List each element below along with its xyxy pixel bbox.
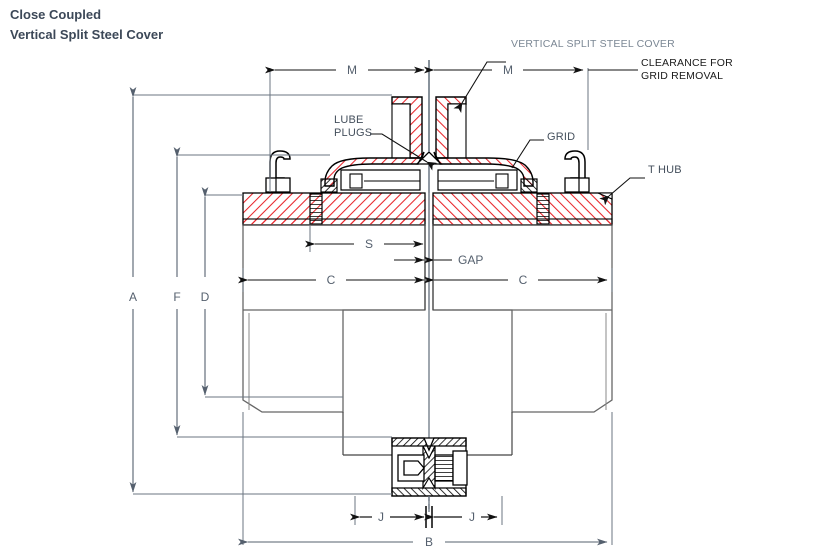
bolt-socket-arrow [403, 460, 425, 476]
bottom-bolt-assembly [391, 437, 468, 512]
title-line-1: Close Coupled [10, 7, 102, 22]
grid-tooth-right [495, 173, 509, 189]
t-hub-assembly [242, 192, 613, 456]
dimension-gap: GAP [394, 253, 483, 267]
dimension-s: S [305, 237, 424, 251]
cover-hook-brackets [265, 150, 590, 193]
label-clearance-line2: GRID REMOVAL [641, 70, 723, 82]
callout-group: VERTICAL SPLIT STEEL COVER CLEARANCE FOR… [334, 38, 733, 206]
dim-label-s: S [365, 237, 373, 251]
hub-setscrew-right [536, 193, 550, 225]
bolt-socket-left [397, 454, 425, 482]
dim-label-b: B [425, 535, 433, 549]
dim-label-m-right: M [503, 63, 513, 77]
dim-label-j-right: J [469, 510, 475, 524]
leader-t-hub [599, 177, 645, 206]
dim-label-d: D [201, 290, 210, 304]
title-line-2: Vertical Split Steel Cover [10, 27, 164, 43]
extension-lines [133, 60, 613, 545]
cover-void-right [447, 103, 467, 159]
bolt-top-hatch [391, 437, 467, 452]
grid-chamber-left [340, 169, 421, 191]
dim-label-m-left: M [347, 63, 357, 77]
dim-label-gap: GAP [458, 253, 483, 267]
cover-seal-left [320, 178, 338, 193]
hub-flange-band-left [242, 218, 426, 226]
grid-tooth-left [349, 173, 363, 189]
leader-grid [511, 139, 544, 169]
dim-label-a: A [129, 290, 137, 304]
dim-label-f: F [173, 290, 180, 304]
hub-barrel-left [242, 224, 426, 413]
bolt-shank-core [422, 445, 436, 491]
bolt-bottom-hatch [391, 487, 467, 497]
dim-label-j-left: J [378, 510, 384, 524]
label-lube-line1: LUBE [334, 114, 364, 126]
vertical-split-steel-cover [320, 96, 538, 193]
label-clearance-line1: CLEARANCE FOR [641, 57, 733, 69]
grid-chamber-right [437, 169, 518, 191]
leader-vertical-split-cover [453, 61, 506, 114]
dim-label-c-left: C [327, 273, 336, 287]
leader-lube-plugs [370, 133, 438, 171]
dimension-c: C C [238, 273, 608, 287]
hook-base-right [564, 177, 590, 193]
dim-label-c-right: C [519, 273, 528, 287]
label-t-hub: T HUB [648, 164, 682, 176]
dimension-vertical-group: A F D [129, 87, 210, 493]
label-vertical-split-steel-cover: VERTICAL SPLIT STEEL COVER [511, 38, 675, 50]
dimension-b: B [238, 535, 608, 549]
label-grid: GRID [547, 131, 575, 143]
bolt-thread [434, 454, 454, 482]
hook-base-left [265, 177, 291, 193]
dimension-m: M M [265, 63, 638, 77]
hook-bracket-right [564, 150, 586, 192]
label-lube-line2: PLUGS [334, 127, 372, 139]
hook-bracket-left [269, 150, 291, 192]
hub-setscrew-left [309, 193, 323, 225]
hub-flange-band-right [432, 218, 613, 226]
cover-seal-right [520, 178, 538, 193]
bolt-head [452, 450, 468, 486]
dimension-j: J J [350, 506, 498, 528]
page-title: Close Coupled Vertical Split Steel Cover [10, 5, 163, 45]
